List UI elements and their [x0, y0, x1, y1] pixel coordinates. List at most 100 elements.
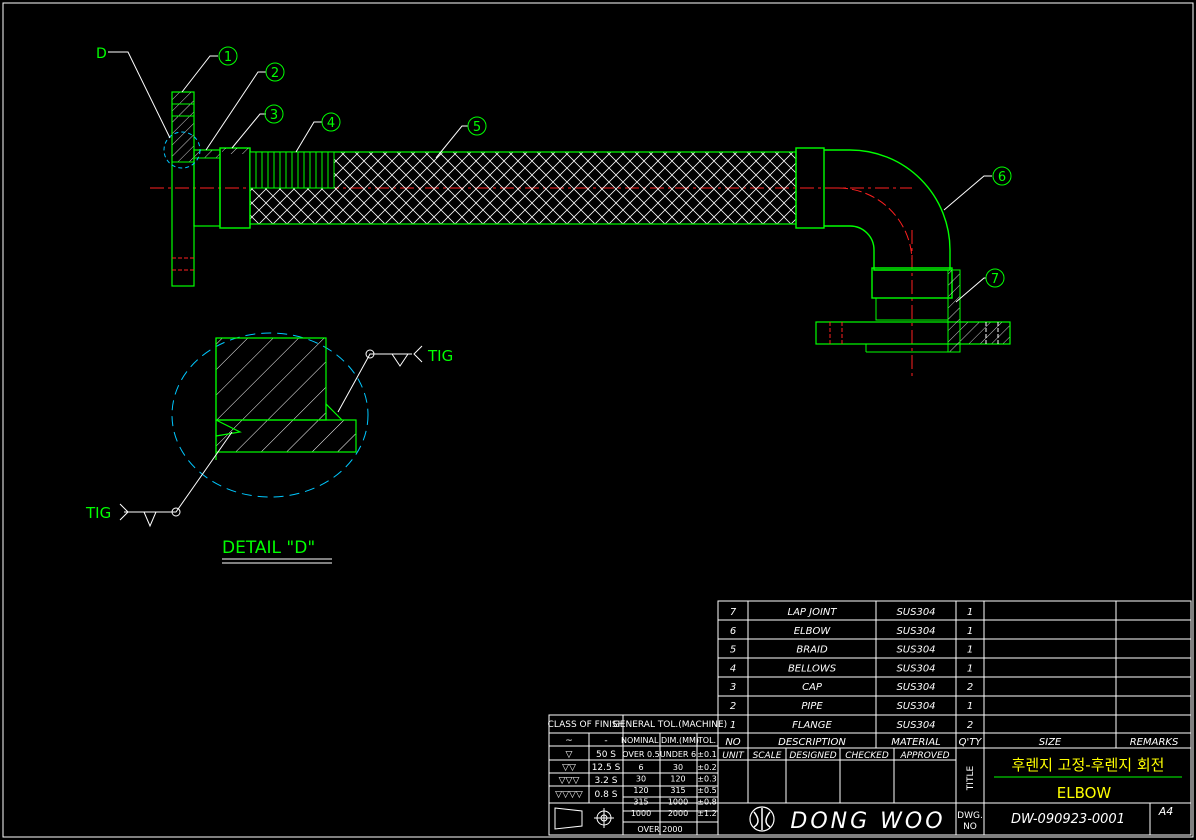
bom-no-6: 6: [730, 626, 736, 637]
title-block: [717, 747, 1192, 836]
bom-header: NO DESCRIPTION MATERIAL Q'TY SIZE REMARK…: [725, 737, 1179, 748]
flange-right: [815, 269, 1011, 353]
finish-header: CLASS OF FINISH: [548, 720, 625, 730]
finish-val-3: 3.2 S: [595, 776, 618, 786]
bom-description-5: BRAID: [796, 645, 828, 656]
label-unit: UNIT: [722, 751, 745, 761]
bom-no-3: 3: [730, 682, 736, 693]
bom-material-7: SUS304: [896, 607, 935, 618]
tol-under-1: 120: [670, 775, 685, 784]
tol-footer: OVER 2000: [637, 825, 682, 834]
tol-tol-2: ±0.5: [697, 786, 716, 795]
finish-val-1: 50 S: [596, 750, 616, 760]
svg-text:5: 5: [473, 120, 481, 135]
bom-qty-6: 1: [967, 626, 973, 637]
tol-tol-3: ±0.8: [697, 798, 716, 807]
bom-qty-1: 2: [967, 720, 973, 731]
balloon-3: 3: [231, 104, 284, 149]
balloon-5: 5: [435, 116, 487, 159]
tol-tol-header: TOL.: [697, 736, 716, 745]
bom-rows: 7 LAP JOINT SUS304 1 6 ELBOW SUS304 1 5 BRAID SUS3…: [730, 607, 973, 731]
detail-d-view: TIG TIG DETAIL "D": [85, 332, 453, 564]
finish-val-0: -: [604, 736, 607, 746]
bom-description-7: LAP JOINT: [788, 607, 838, 618]
finish-val-4: 0.8 S: [595, 790, 618, 800]
detail-marker-label: D: [96, 46, 107, 62]
label-dwg-no: NO: [963, 822, 977, 832]
bom-no-7: 7: [730, 607, 737, 618]
bom-table: [717, 600, 1192, 749]
tol-col-header: NOMINAL DIM.(MM): [621, 736, 699, 745]
tol-tol-1: ±0.3: [697, 775, 716, 784]
tol-under-2: 315: [670, 786, 685, 795]
svg-text:2: 2: [271, 66, 279, 81]
bom-no-4: 4: [730, 663, 736, 674]
balloon-4: 4: [295, 112, 341, 153]
tol-over-2: 120: [633, 786, 648, 795]
detail-marker-leader: [108, 51, 171, 139]
bom-material-5: SUS304: [896, 645, 935, 656]
svg-text:7: 7: [991, 272, 999, 287]
drawing-title-name: ELBOW: [1057, 784, 1112, 802]
label-dwg: DWG.: [957, 811, 983, 821]
finish-sym-1: ▽: [566, 750, 573, 760]
tol-sub-over: OVER 0.5: [622, 750, 660, 759]
bom-no-1: 1: [730, 720, 736, 731]
tol-under-3: 1000: [668, 798, 688, 807]
weld-label-top: TIG: [427, 347, 453, 365]
sheet-size: A4: [1158, 805, 1174, 818]
cap-right: [795, 147, 825, 229]
svg-text:1: 1: [224, 50, 232, 65]
company-name: DONG WOO: [790, 809, 945, 834]
tol-tol-4: ±1.2: [697, 809, 716, 818]
tol-tol-0: ±0.2: [697, 763, 716, 772]
finish-sym-0: ~: [565, 736, 573, 746]
bom-qty-7: 1: [967, 607, 973, 618]
assembly-view: D 1 2 3 4 5 6: [96, 46, 1012, 378]
elbow: [824, 149, 951, 271]
label-title: TITLE: [966, 766, 976, 792]
bom-qty-3: 2: [967, 682, 973, 693]
bom-material-1: SUS304: [896, 720, 935, 731]
balloon-2: 2: [205, 62, 285, 151]
bom-description-1: FLANGE: [792, 720, 832, 731]
balloon-1: 1: [181, 46, 238, 93]
projection-trapezoid: [554, 807, 583, 830]
tol-sub-tol: ±0.1: [697, 750, 716, 759]
bom-qty-5: 1: [967, 645, 973, 656]
finish-text: CLASS OF FINISH GENERAL TOL.(MACHINE) ~ …: [548, 720, 728, 834]
bom-material-4: SUS304: [896, 663, 935, 674]
bom-no-2: 2: [730, 701, 736, 712]
bom-material-6: SUS304: [896, 626, 935, 637]
tol-sub-under: UNDER 6: [660, 750, 696, 759]
drawing-number: DW-090923-0001: [1011, 812, 1125, 827]
tol-over-1: 30: [636, 775, 646, 784]
bom-material-2: SUS304: [896, 701, 935, 712]
label-scale: SCALE: [753, 751, 782, 761]
balloon-7: 7: [955, 268, 1005, 303]
bom-header-size: SIZE: [1039, 737, 1062, 748]
drawing-title-korean: 후렌지 고정-후렌지 회전: [1012, 756, 1165, 774]
bom-no-5: 5: [730, 645, 736, 656]
bom-header-no: NO: [725, 737, 740, 748]
svg-text:4: 4: [327, 116, 335, 131]
bom-description-6: ELBOW: [794, 626, 832, 637]
label-approved: APPROVED: [899, 751, 949, 761]
bom-description-3: CAP: [802, 682, 823, 693]
tolerance-header: GENERAL TOL.(MACHINE): [613, 720, 727, 730]
balloon-6: 6: [943, 166, 1012, 211]
svg-text:3: 3: [270, 108, 278, 123]
tol-over-3: 315: [633, 798, 648, 807]
title-block-text: UNIT SCALE DESIGNED CHECKED APPROVED TIT…: [722, 751, 1173, 834]
bom-description-4: BELLOWS: [788, 663, 837, 674]
tol-over-0: 6: [638, 763, 643, 772]
bom-header-qty: Q'TY: [959, 737, 983, 748]
finish-sym-4: ▽▽▽▽: [555, 790, 583, 800]
bom-header-remarks: REMARKS: [1130, 737, 1179, 748]
company-logo-icon: [749, 806, 775, 832]
finish-sym-3: ▽▽▽: [559, 776, 580, 786]
bom-material-3: SUS304: [896, 682, 935, 693]
